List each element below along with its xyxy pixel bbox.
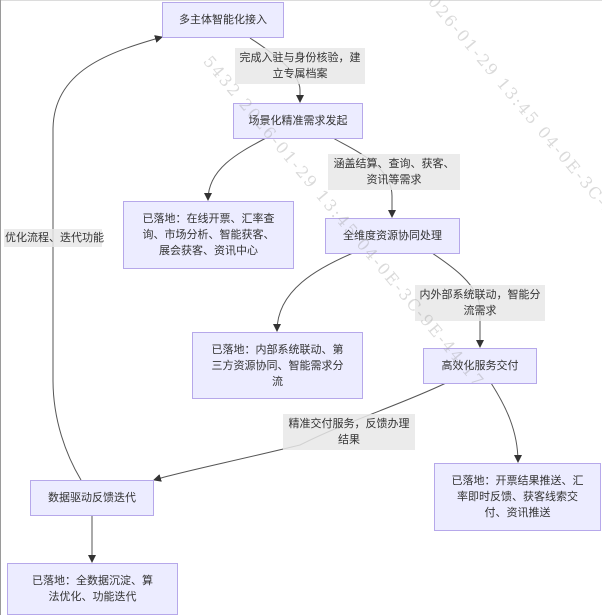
node-demand[interactable]: 场景化精准需求发起: [233, 103, 363, 139]
edge-label-demand-to-resource: 涵盖结算、查询、获客、资讯等需求: [328, 154, 460, 190]
node-delivery-landed-label: 已落地：开票结果推送、汇率即时反馈、获客线索交付、资讯推送: [451, 474, 584, 519]
edge-demand-to-demand-landed: [204, 137, 267, 201]
node-demand-label: 场景化精准需求发起: [248, 114, 348, 127]
node-delivery[interactable]: 高效化服务交付: [423, 348, 537, 384]
edge-label-resource-to-delivery: 内外部系统联动，智能分流需求: [415, 285, 545, 321]
edge-feedback-to-access: [52, 35, 163, 481]
left-border: [0, 0, 1, 615]
node-resource[interactable]: 全维度资源协同处理: [325, 218, 460, 254]
edge-label-feedback-to-access: 优化流程、迭代功能: [4, 229, 104, 247]
node-demand-landed[interactable]: 已落地：在线开票、汇率查询、市场分析、智能获客、展会获客、资讯中心: [123, 201, 294, 269]
node-feedback-landed[interactable]: 已落地：全数据沉淀、算法优化、功能迭代: [7, 563, 178, 615]
top-border: [0, 0, 602, 1]
edge-label-access-to-demand: 完成入驻与身份核验，建立专属档案: [235, 48, 365, 84]
node-feedback-label: 数据驱动反馈迭代: [48, 491, 136, 504]
node-access[interactable]: 多主体智能化接入: [162, 2, 284, 38]
node-feedback-landed-label: 已落地：全数据沉淀、算法优化、功能迭代: [32, 574, 153, 603]
node-resource-label: 全维度资源协同处理: [343, 229, 442, 242]
edge-label-delivery-to-feedback: 精准交付服务，反馈办理结果: [283, 414, 415, 450]
node-access-label: 多主体智能化接入: [179, 13, 267, 26]
edge-delivery-to-delivery-landed: [490, 382, 522, 463]
edge-resource-to-resource-landed: [273, 252, 354, 332]
node-demand-landed-label: 已落地：在线开票、汇率查询、市场分析、智能获客、展会获客、资讯中心: [142, 212, 275, 257]
node-resource-landed[interactable]: 已落地：内部系统联动、第三方资源协同、智能需求分流: [192, 332, 363, 399]
node-resource-landed-label: 已落地：内部系统联动、第三方资源协同、智能需求分流: [211, 342, 344, 388]
node-delivery-label: 高效化服务交付: [441, 359, 519, 372]
node-feedback[interactable]: 数据驱动反馈迭代: [30, 480, 154, 516]
node-delivery-landed[interactable]: 已落地：开票结果推送、汇率即时反馈、获客线索交付、资讯推送: [434, 463, 601, 531]
